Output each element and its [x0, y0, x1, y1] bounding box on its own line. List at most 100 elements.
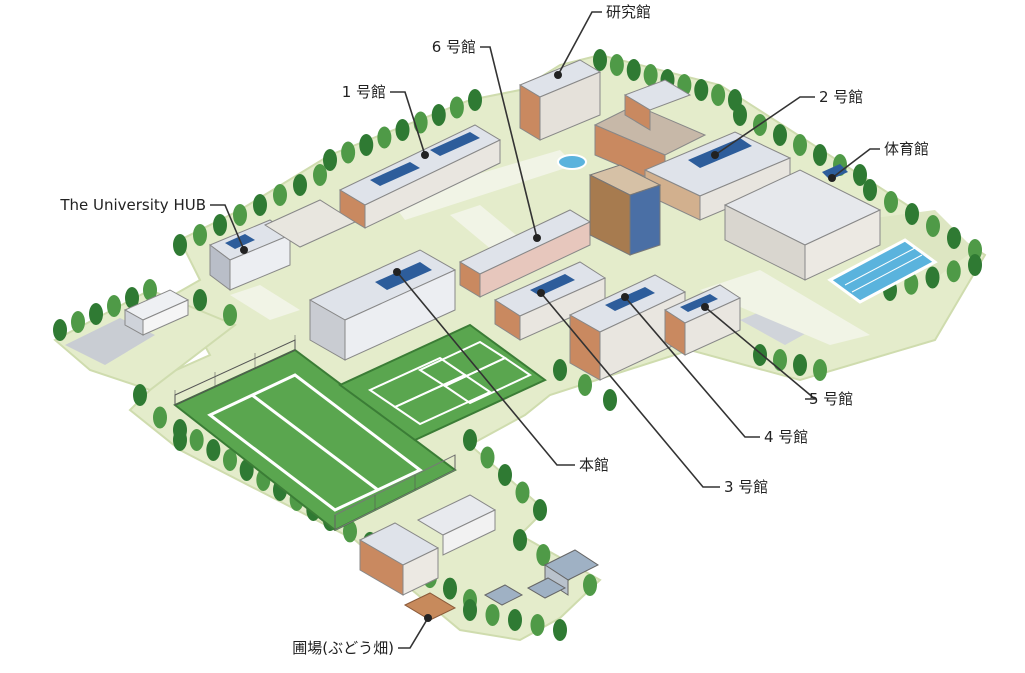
tree	[413, 111, 428, 134]
tree	[71, 311, 85, 333]
tree	[125, 287, 139, 309]
building-6[interactable]	[458, 209, 592, 298]
building-5[interactable]	[663, 284, 742, 356]
tree	[206, 439, 221, 461]
label-gym[interactable]: 体育館	[884, 140, 929, 158]
building-4[interactable]	[568, 274, 687, 381]
tree	[449, 96, 464, 119]
tree	[143, 279, 157, 301]
building-hub[interactable]	[209, 199, 357, 291]
leader-bldg6	[480, 46, 538, 239]
label-bldg2[interactable]: 2 号館	[819, 88, 863, 106]
tree	[553, 619, 567, 641]
tree	[593, 49, 607, 71]
tree	[947, 227, 961, 249]
leader-bldg4	[624, 296, 760, 438]
tree	[533, 499, 547, 521]
tree	[925, 266, 940, 289]
label-vineyard[interactable]: 圃場(ぶどう畑)	[292, 639, 394, 657]
building-honkan[interactable]	[308, 249, 457, 361]
building-3[interactable]	[493, 261, 607, 341]
tree	[480, 446, 495, 469]
tree	[463, 599, 477, 621]
label-bldg4[interactable]: 4 号館	[764, 428, 808, 446]
tree	[463, 429, 477, 451]
tree	[884, 191, 898, 213]
leader-lines	[210, 11, 880, 649]
tree	[905, 203, 919, 225]
tree	[323, 149, 337, 171]
leader-gym	[831, 148, 880, 179]
label-bldg1[interactable]: 1 号館	[342, 83, 386, 101]
tree	[193, 289, 207, 311]
swimming-pool	[827, 238, 938, 304]
tree	[968, 254, 982, 276]
tree	[536, 544, 551, 566]
sports-field	[173, 335, 457, 532]
tree	[468, 89, 482, 111]
tree	[863, 179, 877, 201]
tree	[89, 303, 103, 325]
tree	[341, 141, 356, 164]
label-hub[interactable]: The University HUB	[59, 196, 206, 214]
tree	[485, 604, 500, 626]
tree	[508, 609, 522, 631]
tree	[603, 389, 617, 411]
tree	[643, 64, 658, 86]
tree	[773, 124, 787, 146]
tree	[530, 614, 545, 636]
tree	[53, 319, 67, 341]
tennis-courts	[338, 323, 547, 442]
tree	[173, 234, 187, 256]
tree	[513, 529, 527, 551]
tree	[377, 126, 392, 149]
leader-bldg2	[714, 96, 815, 156]
vineyard-plot	[403, 592, 457, 621]
building-kenkyukan[interactable]	[518, 0, 602, 141]
building-south	[358, 494, 497, 596]
farm-sheds	[483, 549, 600, 606]
building-tower	[588, 164, 662, 256]
label-bldg6[interactable]: 6 号館	[432, 38, 476, 56]
tree	[153, 406, 167, 429]
label-bldg3[interactable]: 3 号館	[724, 478, 768, 496]
tree	[583, 574, 597, 596]
tree	[793, 134, 807, 156]
leader-vineyard	[398, 617, 429, 649]
tree	[515, 481, 530, 504]
label-kenkyukan[interactable]: 研究館	[606, 3, 651, 21]
tree	[395, 119, 410, 141]
tree	[773, 349, 787, 371]
tree	[813, 144, 827, 166]
building-1[interactable]	[338, 124, 502, 229]
tree	[189, 429, 204, 451]
tree	[233, 204, 247, 226]
tree	[793, 354, 807, 376]
label-bldg5[interactable]: 5 号館	[809, 390, 853, 408]
tree	[313, 164, 327, 186]
leader-bldg1	[390, 91, 426, 156]
building-2[interactable]	[643, 131, 792, 221]
tree	[711, 84, 726, 106]
tree	[193, 224, 207, 246]
tree	[343, 520, 357, 543]
leader-kenkyukan	[557, 11, 602, 76]
tree	[946, 260, 961, 283]
tree	[213, 214, 227, 236]
tree	[107, 295, 121, 317]
map-labels: 研究館 6 号館 1 号館 2 号館 体育館 The University HU…	[59, 3, 929, 657]
tree	[431, 104, 446, 126]
label-honkan[interactable]: 本館	[579, 456, 609, 474]
leader-honkan	[396, 271, 575, 466]
tree	[926, 215, 940, 237]
tree	[173, 419, 187, 441]
leader-bldg3	[540, 292, 720, 488]
tree	[694, 79, 709, 101]
tree	[443, 577, 457, 600]
tree	[253, 194, 267, 216]
building-gym[interactable]	[723, 164, 882, 281]
campus-ground	[53, 53, 987, 642]
buildings	[123, 0, 882, 621]
tree	[626, 59, 641, 81]
tree	[853, 164, 867, 186]
